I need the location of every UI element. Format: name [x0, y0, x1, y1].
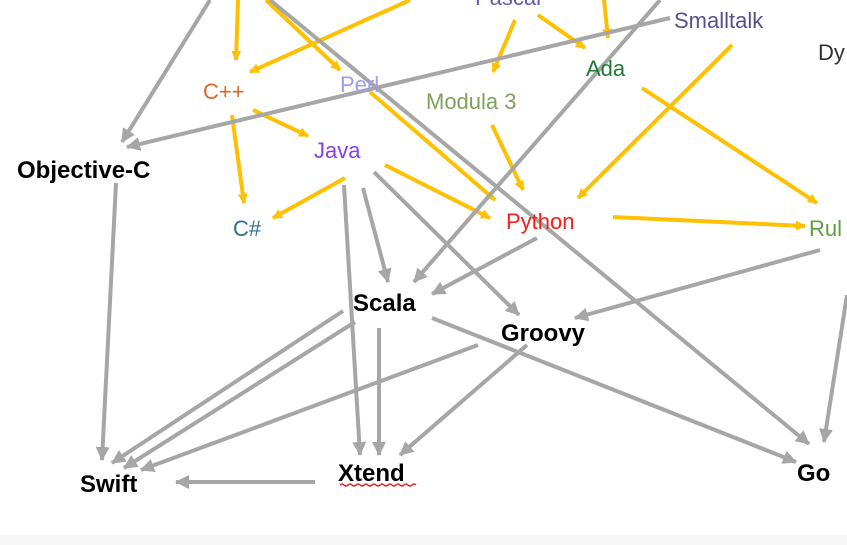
edge-python-to-ruby: [612, 215, 806, 231]
edge-objc-to-swift: [95, 182, 118, 461]
node-objective-c: Objective-C: [17, 157, 150, 184]
edge-top-to-objc: [120, 0, 212, 144]
node-ruby: Rul: [809, 216, 842, 241]
edge-scala-to-swift: [110, 309, 345, 465]
node-csharp: C#: [233, 216, 262, 241]
edge-cpp-to-csharp: [230, 114, 248, 204]
node-groovy: Groovy: [501, 320, 586, 347]
edge-ada-to-ruby: [640, 86, 819, 205]
node-smalltalk: Smalltalk: [674, 8, 764, 33]
edge-java-to-python: [384, 163, 491, 220]
edge-java-to-csharp: [272, 176, 346, 220]
node-labels: Pascal Smalltalk Dy C++ Perl Ada Modula …: [17, 0, 845, 498]
edge-right-to-go: [819, 294, 847, 443]
edge-java-to-scala: [361, 187, 392, 283]
node-xtend: Xtend: [338, 460, 405, 487]
edge-groovy-to-swift: [140, 343, 479, 473]
node-modula3: Modula 3: [426, 89, 517, 114]
edge-top-to-perl: [264, 0, 342, 72]
node-swift: Swift: [80, 471, 137, 498]
node-perl: Perl: [340, 72, 379, 97]
lineage-edges: [230, 0, 819, 231]
node-ada: Ada: [586, 56, 626, 81]
edge-top-to-go: [268, 0, 811, 446]
edge-java-to-xtend: [342, 184, 367, 456]
edge-python-to-scala: [431, 236, 538, 296]
edge-pascal-to-modula3: [491, 19, 517, 73]
edge-smalltalk-to-objc: [126, 16, 671, 151]
node-java: Java: [314, 138, 361, 163]
edge-top-to-cpp: [231, 0, 242, 61]
edge-top-to-scala: [412, 0, 662, 284]
edge-pascal-to-ada: [536, 13, 587, 50]
edge-java-to-groovy: [372, 170, 521, 317]
edge-top-to-cpp-2: [249, 0, 411, 74]
edge-scala-to-swift-2: [122, 320, 357, 470]
edge-perl-to-python: [368, 90, 497, 202]
node-cpp: C++: [203, 79, 245, 104]
node-go: Go: [797, 460, 830, 487]
edge-scala-to-go: [431, 316, 797, 464]
node-dylan: Dy: [818, 40, 845, 65]
node-python: Python: [506, 209, 575, 234]
edge-ruby-to-groovy: [574, 248, 821, 322]
edge-groovy-to-xtend: [398, 343, 529, 457]
spellcheck-underline: [339, 483, 417, 487]
bottom-edge: [0, 535, 847, 545]
edge-smalltalk-to-python: [576, 43, 734, 200]
edge-modula3-to-python: [490, 124, 525, 191]
node-pascal: Pascal: [475, 0, 541, 10]
node-scala: Scala: [353, 290, 416, 317]
influence-edges: [95, 0, 847, 489]
